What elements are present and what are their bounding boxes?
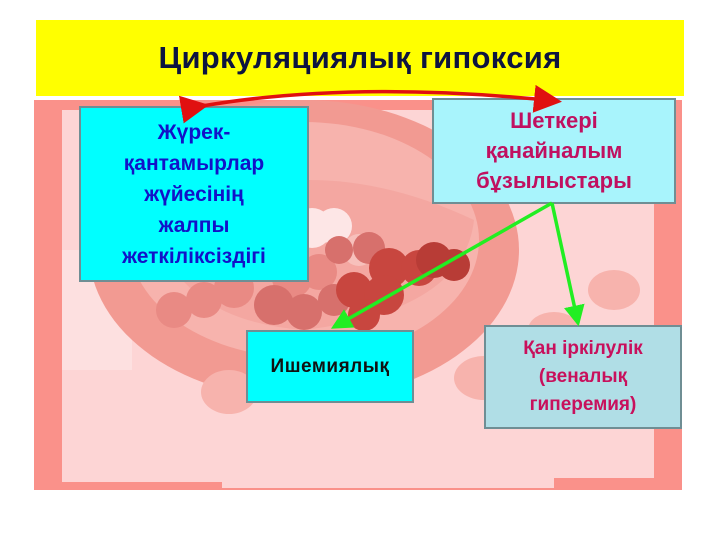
node-venous-hyperemia: Қан іркілулік (веналық гиперемия) [484,325,682,429]
title-band: Циркуляциялық гипоксия [36,20,684,96]
node-peripheral-circulation-disorders: Шеткері қанайналым бұзылыстары [432,98,676,204]
slide-title: Циркуляциялық гипоксия [158,40,562,75]
node-ischemic: Ишемиялық [246,330,414,403]
node-cardiovascular-insufficiency: Жүрек- қантамырлар жүйесінің жалпы жеткі… [79,106,309,282]
